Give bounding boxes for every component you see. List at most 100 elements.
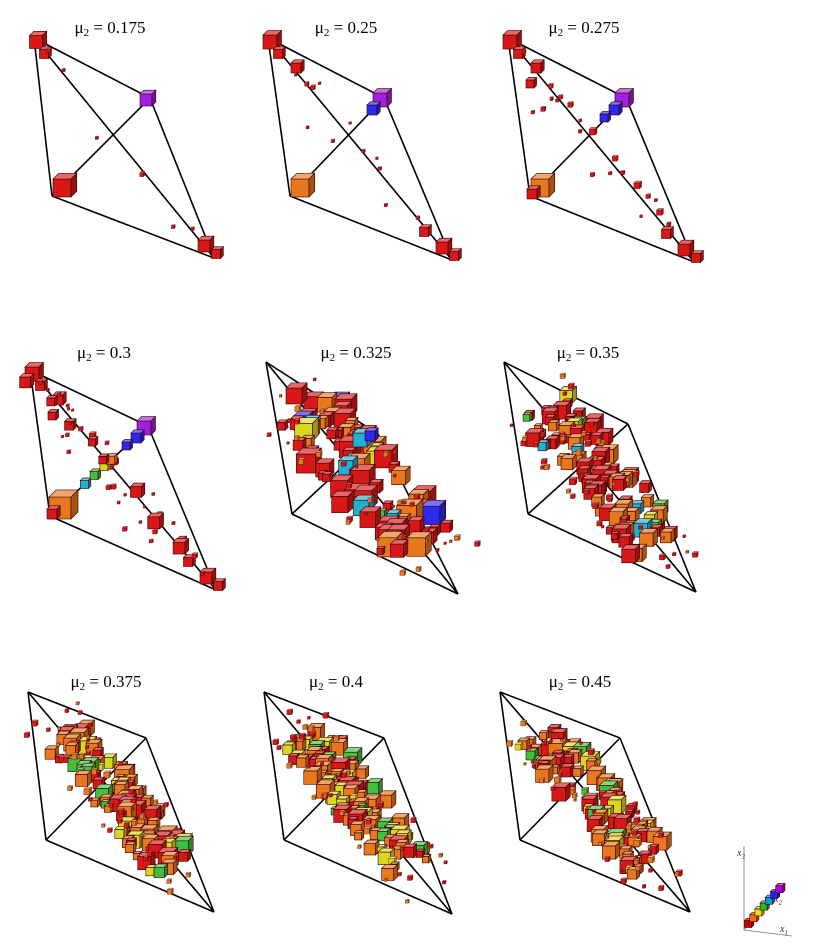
cube-face bbox=[121, 817, 123, 824]
dot-cube bbox=[305, 125, 310, 130]
diagonal-cube bbox=[79, 477, 92, 490]
cube-face bbox=[105, 485, 111, 490]
panel-title-5: μ2 = 0.325 bbox=[320, 343, 392, 364]
cube-face bbox=[189, 871, 192, 878]
dot-cube bbox=[357, 844, 362, 849]
cube-face bbox=[685, 550, 689, 554]
panel-7 bbox=[23, 691, 215, 913]
dot-cube bbox=[65, 403, 70, 408]
panel-3 bbox=[502, 29, 705, 264]
dot-cube bbox=[509, 423, 514, 428]
dot-cube bbox=[578, 118, 583, 123]
cube-face bbox=[449, 251, 459, 261]
small-cube bbox=[633, 180, 642, 190]
cube-face bbox=[366, 782, 380, 795]
cube-face bbox=[437, 523, 441, 536]
dot-cube bbox=[531, 763, 537, 769]
cube-face bbox=[345, 520, 350, 525]
cube-face bbox=[374, 427, 379, 442]
cube-face bbox=[570, 494, 575, 499]
dot-cube bbox=[562, 391, 568, 396]
cube-face bbox=[443, 542, 446, 545]
edge-cube bbox=[121, 438, 134, 451]
cube-face bbox=[554, 777, 560, 784]
cube-face bbox=[341, 462, 346, 467]
cube-face bbox=[575, 798, 577, 802]
dot-cube bbox=[266, 432, 272, 438]
cube-face bbox=[546, 739, 548, 745]
dot-cube bbox=[109, 464, 115, 470]
panel-8 bbox=[263, 691, 453, 915]
cube-face bbox=[546, 729, 549, 741]
cube-face bbox=[626, 825, 631, 830]
cube-face bbox=[562, 738, 564, 742]
dot-cube bbox=[383, 877, 388, 882]
cube-face bbox=[533, 76, 537, 89]
dot-cube bbox=[415, 566, 422, 572]
cube-face bbox=[300, 59, 305, 74]
cube-face bbox=[320, 762, 323, 766]
cube-face bbox=[458, 247, 462, 262]
cube-face bbox=[56, 393, 61, 397]
cube-face bbox=[415, 567, 421, 572]
cube-face bbox=[86, 751, 90, 756]
cube-face bbox=[71, 409, 74, 412]
cluster-cube bbox=[315, 779, 336, 799]
cube-face bbox=[338, 734, 340, 742]
cube-face bbox=[106, 453, 110, 465]
cluster-cube bbox=[522, 411, 533, 422]
cube-face bbox=[363, 828, 370, 835]
cube-face bbox=[153, 492, 156, 496]
cluster-cube bbox=[65, 741, 80, 756]
cube-face bbox=[405, 500, 407, 505]
cube-face bbox=[551, 739, 553, 744]
tetrahedron-edge bbox=[527, 513, 697, 593]
tetrahedron-edge bbox=[507, 37, 627, 99]
cube-face bbox=[627, 869, 638, 880]
edge-cube bbox=[418, 223, 433, 238]
dot-cube bbox=[543, 463, 551, 471]
cube-face bbox=[299, 719, 301, 724]
cluster-cube bbox=[420, 499, 447, 526]
dot-cube bbox=[443, 541, 447, 545]
cube-face bbox=[95, 136, 98, 140]
cube-face bbox=[433, 527, 438, 545]
dot-cube bbox=[306, 764, 311, 769]
cube-face bbox=[564, 372, 566, 379]
cube-face bbox=[631, 808, 635, 819]
cube-face bbox=[129, 438, 133, 451]
cube-face bbox=[591, 810, 595, 814]
dot-cube bbox=[428, 843, 434, 849]
cube-face bbox=[428, 853, 432, 864]
cube-face bbox=[534, 763, 536, 769]
cube-face bbox=[554, 785, 556, 792]
dot-cube bbox=[317, 81, 322, 85]
cube-face bbox=[574, 476, 578, 486]
cube-face bbox=[568, 384, 573, 390]
dot-cube bbox=[397, 871, 402, 877]
cube-face bbox=[310, 434, 315, 449]
cube-face bbox=[520, 721, 526, 727]
cube-face bbox=[696, 551, 699, 558]
cube-face bbox=[111, 827, 113, 833]
cube-face bbox=[566, 489, 570, 494]
cube-face bbox=[170, 878, 172, 884]
dot-cube bbox=[169, 833, 175, 839]
cube-face bbox=[46, 728, 50, 732]
cube-face bbox=[458, 534, 461, 541]
cluster-cube bbox=[382, 500, 394, 512]
dot-cube bbox=[68, 420, 73, 425]
dot-cube bbox=[307, 724, 315, 732]
cube-face bbox=[184, 537, 189, 555]
cube-face bbox=[67, 786, 72, 791]
cube-face bbox=[143, 856, 148, 861]
cube-face bbox=[122, 807, 125, 815]
dot-cube bbox=[625, 476, 631, 482]
cube-face bbox=[407, 876, 412, 881]
cube-face bbox=[625, 478, 630, 482]
dot-cube bbox=[448, 539, 453, 544]
dot-cube bbox=[658, 884, 665, 892]
cube-face bbox=[351, 515, 353, 523]
cube-face bbox=[355, 465, 358, 469]
cube-face bbox=[69, 449, 71, 455]
